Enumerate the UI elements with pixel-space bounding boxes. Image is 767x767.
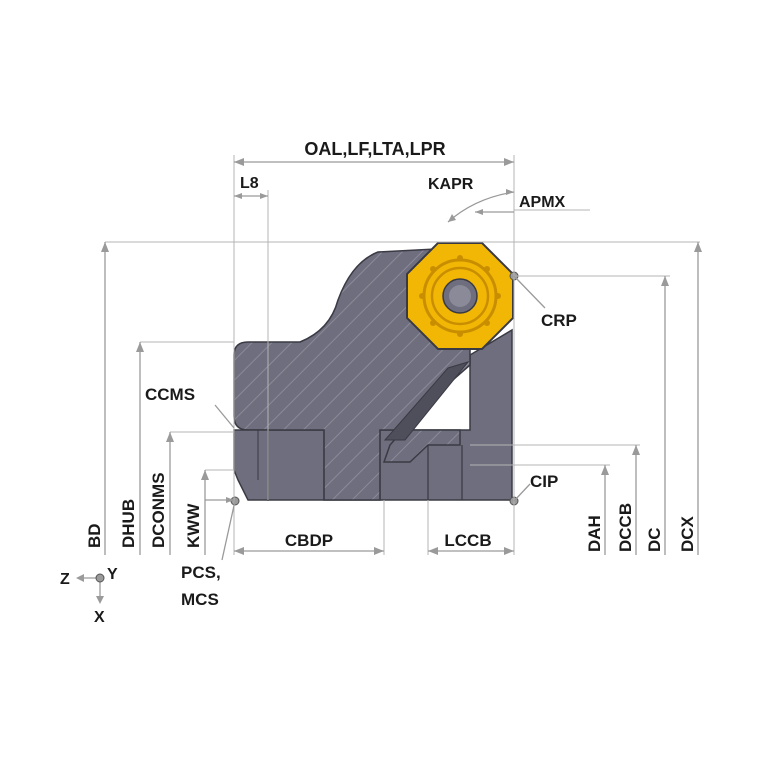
label-dcx: DCX [678, 515, 697, 552]
axis-z-label: Z [60, 571, 70, 588]
dimension-lines [101, 158, 702, 561]
insert-notches [419, 255, 501, 337]
label-crp: CRP [541, 311, 577, 330]
chip-pocket [383, 361, 470, 441]
label-pcs-line2: MCS [181, 590, 219, 609]
label-dah: DAH [585, 515, 604, 552]
label-cbdp: CBDP [285, 531, 333, 550]
axis-x-arrow [96, 596, 104, 604]
label-dconms: DCONMS [149, 472, 168, 548]
body-lower-step [233, 429, 269, 501]
label-dc: DC [645, 527, 664, 552]
label-apmx: APMX [519, 194, 566, 211]
labels: OAL,LF,LTA,LPR L8 KAPR APMX CRP CCMS CIP… [85, 139, 697, 609]
axis-indicator: Z Y X [60, 566, 118, 626]
insert-hole-inner [449, 285, 471, 307]
axis-x-label: X [94, 609, 105, 626]
label-cip: CIP [530, 472, 558, 491]
label-dhub: DHUB [119, 499, 138, 548]
label-lccb: LCCB [444, 531, 491, 550]
axis-y-label: Y [107, 566, 118, 583]
label-bd: BD [85, 523, 104, 548]
insert [406, 242, 514, 350]
label-oal: OAL,LF,LTA,LPR [304, 139, 445, 159]
label-ccms: CCMS [145, 385, 195, 404]
label-kapr: KAPR [428, 176, 474, 193]
label-dccb: DCCB [616, 503, 635, 552]
axis-origin [95, 573, 105, 583]
extension-lines [105, 155, 700, 555]
label-pcs-line1: PCS, [181, 563, 221, 582]
axis-z-arrow [76, 574, 84, 582]
label-kww: KWW [184, 503, 203, 548]
label-l8: L8 [240, 175, 259, 192]
